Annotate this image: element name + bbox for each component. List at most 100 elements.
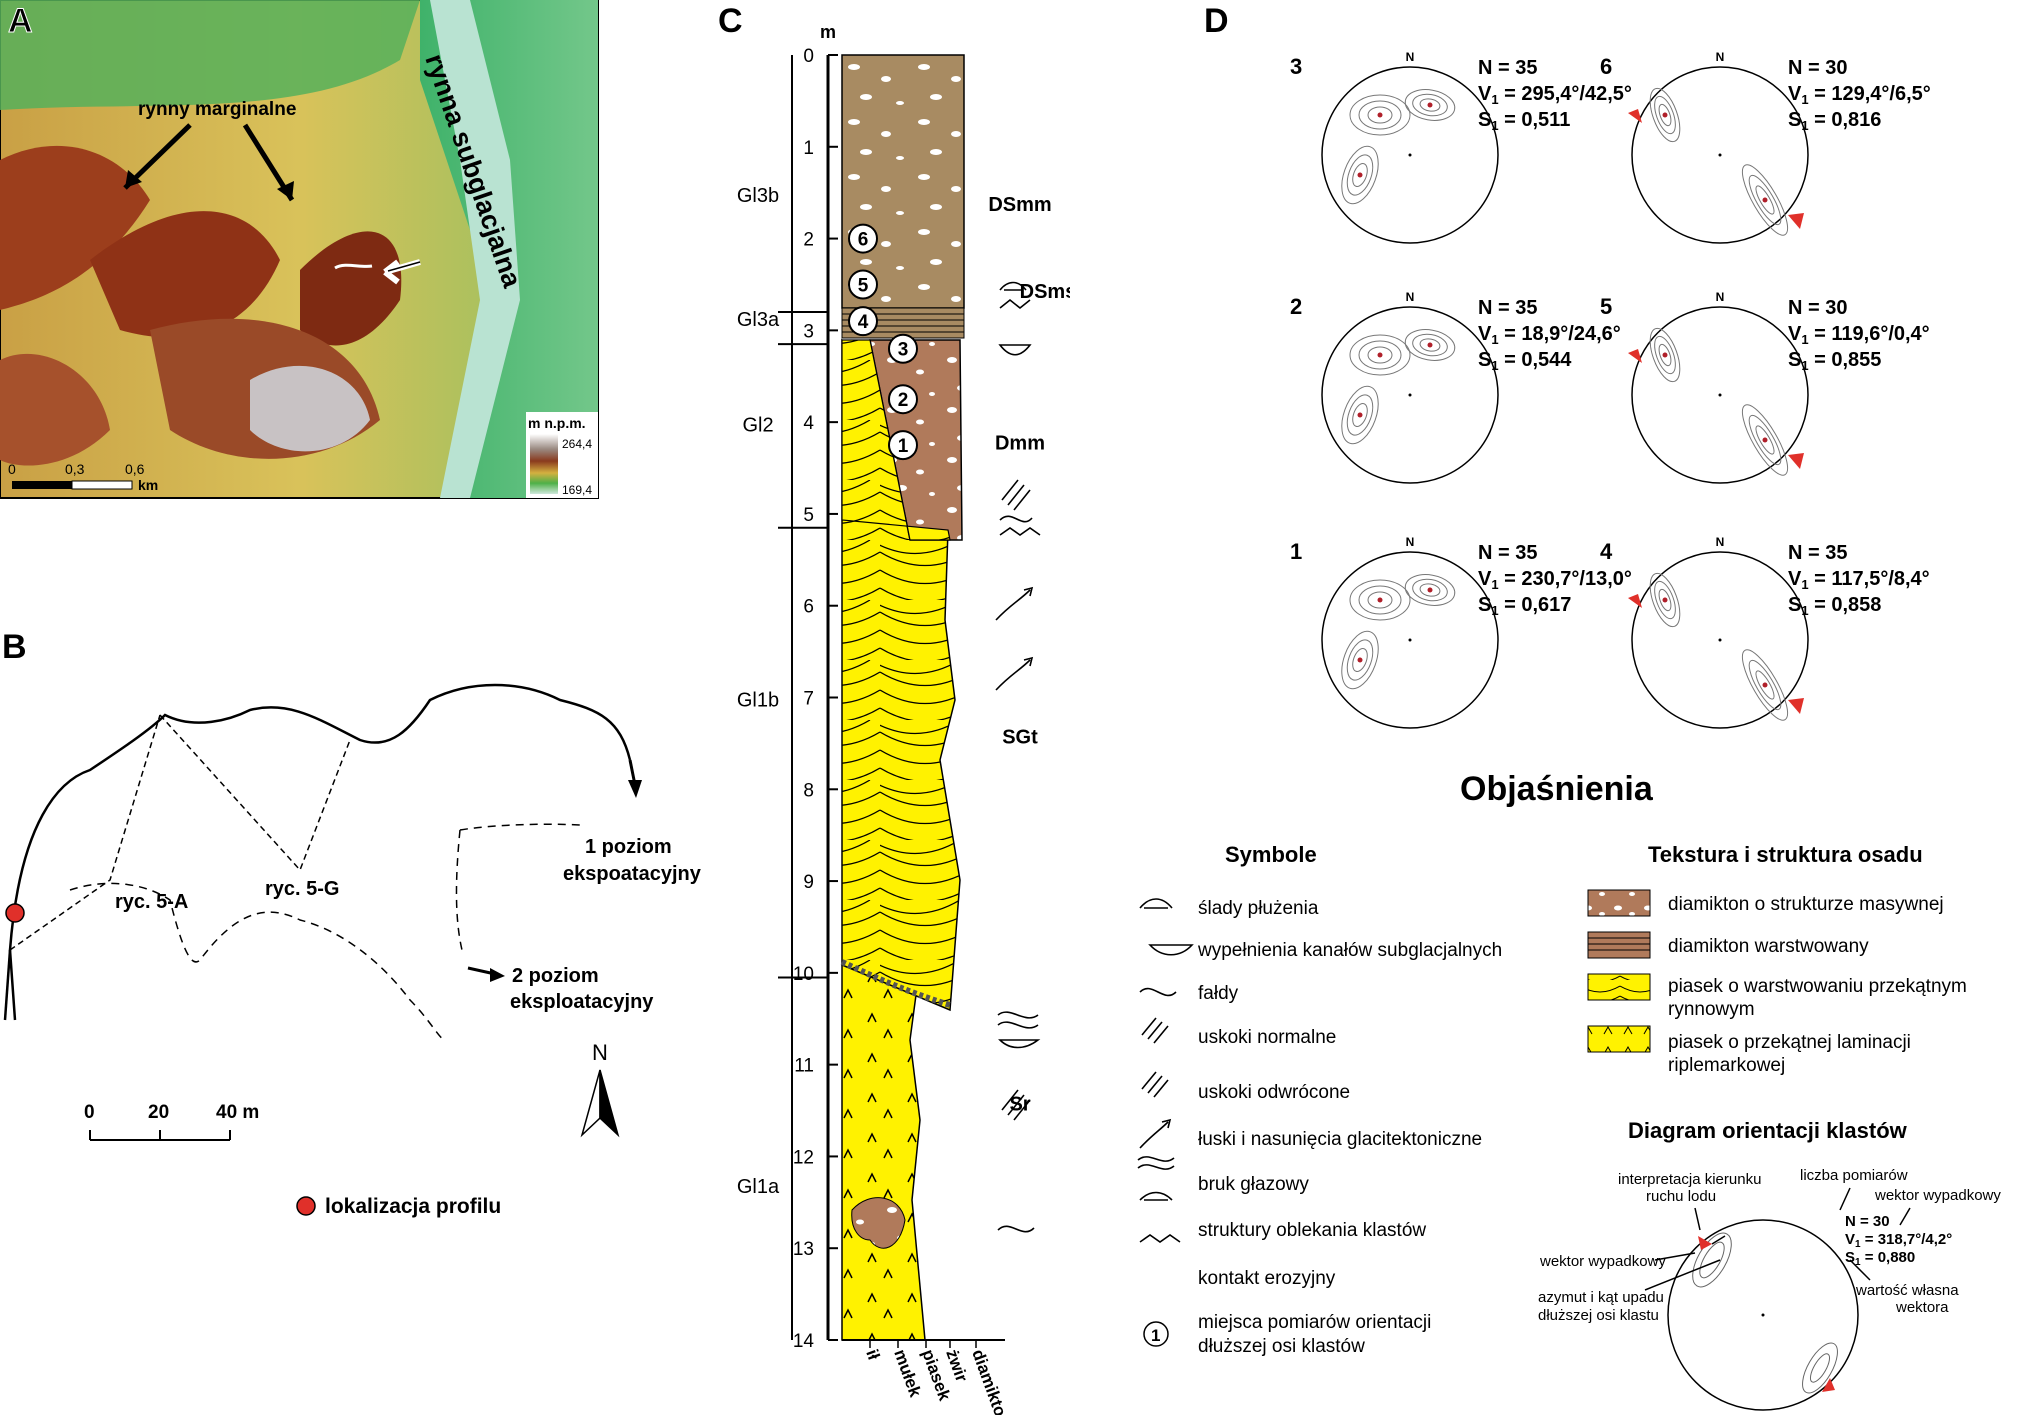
svg-text:0,3: 0,3 xyxy=(65,461,85,477)
stereonet-count: N = 35 xyxy=(1788,542,1847,564)
north-label: N xyxy=(1406,290,1415,304)
symbol-label-8: kontakt erozyjny xyxy=(1198,1268,1336,1289)
fold-legend-icon xyxy=(1139,987,1177,997)
svg-text:3: 3 xyxy=(898,340,909,361)
site-scale-bar: 0 20 40 m xyxy=(84,1102,259,1141)
stereonet-number: 3 xyxy=(1290,54,1302,79)
vector-arrow-icon xyxy=(1788,213,1804,229)
unit-label: Gl1b xyxy=(737,690,779,712)
texture-label-3: rynnowym xyxy=(1668,999,1755,1020)
ice-direction-arrow-icon xyxy=(1628,109,1642,123)
texture-label-1: diamikton warstwowany xyxy=(1668,936,1869,957)
profile-location-dot xyxy=(5,903,25,923)
stereonet-eigenvalue: S1 = 0,511 xyxy=(1478,109,1570,133)
level1-label-a: 1 poziom xyxy=(585,836,672,858)
svg-text:2: 2 xyxy=(898,390,909,411)
stereonet-eigenvalue: S1 = 0,855 xyxy=(1788,349,1881,373)
green-north xyxy=(0,0,420,110)
structure-symbols xyxy=(995,281,1041,1233)
depth-label: 9 xyxy=(803,872,814,893)
north-label: N xyxy=(1406,535,1415,549)
diagram-label-vector-right: wektor wypadkowy xyxy=(1874,1187,2001,1204)
hill-sw xyxy=(0,353,110,466)
unit-label: Gl3b xyxy=(737,185,779,207)
unit-label: Gl2 xyxy=(742,414,773,436)
symbol-label-10: dłuższej osi klastów xyxy=(1198,1336,1365,1357)
symbol-label-2: fałdy xyxy=(1198,983,1239,1004)
stereonet-number: 2 xyxy=(1290,294,1302,319)
example-stereonet xyxy=(1667,1219,1859,1411)
texture-label-5: riplemarkowej xyxy=(1668,1055,1785,1076)
gl2-sand xyxy=(841,339,951,541)
fold-icon-2 xyxy=(997,1225,1035,1233)
north-label: N xyxy=(1716,50,1725,64)
depth-label: 1 xyxy=(803,138,814,159)
north-label: N xyxy=(1716,290,1725,304)
section-line-g xyxy=(159,714,351,872)
svg-text:km: km xyxy=(138,477,158,493)
diagram-label-eigen-2: wektora xyxy=(1895,1299,1949,1316)
valley-floor xyxy=(430,0,520,498)
stereonet-number: 4 xyxy=(1600,539,1613,564)
diagram-value-v: V1 = 318,7°/4,2° xyxy=(1845,1231,1952,1250)
depth-label: 3 xyxy=(803,321,814,342)
depth-label: 12 xyxy=(793,1147,814,1168)
svg-text:1: 1 xyxy=(898,436,909,457)
legend-svg: Objaśnienia Symbole 1 ślady płużenia wyp… xyxy=(1137,770,2001,1411)
map-scale-bar: 0 0,3 0,6 km xyxy=(8,461,158,493)
texture-label-0: diamikton o strukturze masywnej xyxy=(1668,894,1944,915)
elevation-map: A rynny marginalne rynna subglacjalna 0 … xyxy=(0,0,599,499)
site-marker: 6 xyxy=(848,223,878,254)
level2-outline xyxy=(69,823,581,1041)
ploughing-symbol-icon xyxy=(999,281,1027,291)
channel-fill-icon xyxy=(998,344,1032,356)
legend: Objaśnienia Symbole 1 ślady płużenia wyp… xyxy=(1100,760,2020,1415)
stereonet-number: 1 xyxy=(1290,539,1302,564)
svg-text:40 m: 40 m xyxy=(216,1102,259,1123)
stereonet-vector: V1 = 129,4°/6,5° xyxy=(1788,83,1931,107)
svg-text:264,4: 264,4 xyxy=(562,437,592,451)
symbol-label-6: bruk głazowy xyxy=(1198,1174,1309,1195)
facies-label: Sr xyxy=(1009,1094,1030,1116)
stereonet-count: N = 35 xyxy=(1478,297,1537,319)
texture-label-2: piasek o warstwowaniu przekątnym xyxy=(1668,976,1967,997)
diagram-title: Diagram orientacji klastów xyxy=(1628,1118,1908,1143)
symbols-title: Symbole xyxy=(1225,842,1317,867)
diagram-label-ice-direction-1: interpretacja kierunku xyxy=(1618,1171,1761,1188)
erosive-contact-legend-icon xyxy=(1139,1234,1181,1243)
stereonet-vector: V1 = 117,5°/8,4° xyxy=(1788,568,1930,592)
excavation-outline xyxy=(8,683,632,1021)
site-marker: 4 xyxy=(848,306,878,337)
north-arrow-icon: N xyxy=(580,1040,620,1138)
stereonet-vector: V1 = 119,6°/0,4° xyxy=(1788,323,1930,347)
depth-label: 5 xyxy=(803,505,814,526)
texture-swatch-ripple xyxy=(1587,1025,1651,1053)
fig-5g-label: ryc. 5-G xyxy=(265,878,339,900)
diagram-label-azimuth-2: dłuższej osi klastu xyxy=(1538,1307,1659,1324)
svg-text:m n.p.m.: m n.p.m. xyxy=(528,415,586,431)
depth-label: 6 xyxy=(803,597,814,618)
depth-label: 2 xyxy=(803,230,814,251)
site-legend-number: 1 xyxy=(1151,1326,1160,1345)
reverse-fault-icon xyxy=(1001,479,1031,511)
depth-label: 14 xyxy=(793,1331,815,1352)
boulder-pavement xyxy=(840,959,951,1008)
elevation-legend: m n.p.m. 264,4 169,4 xyxy=(526,412,598,498)
symbol-label-9: miejsca pomiarów orientacji xyxy=(1198,1312,1431,1333)
facies-label: DSms xyxy=(1020,281,1070,303)
symbol-label-1: wypełnienia kanałów subglacjalnych xyxy=(1197,940,1502,961)
clast-drape-legend-icon xyxy=(1139,1191,1173,1201)
diagram-value-s: S1 = 0,880 xyxy=(1845,1249,1915,1268)
depth-label: 13 xyxy=(793,1239,814,1260)
north-label: N xyxy=(1716,535,1725,549)
normal-fault-icon xyxy=(1001,1089,1031,1121)
erosive-contact-icon-2 xyxy=(999,527,1041,536)
